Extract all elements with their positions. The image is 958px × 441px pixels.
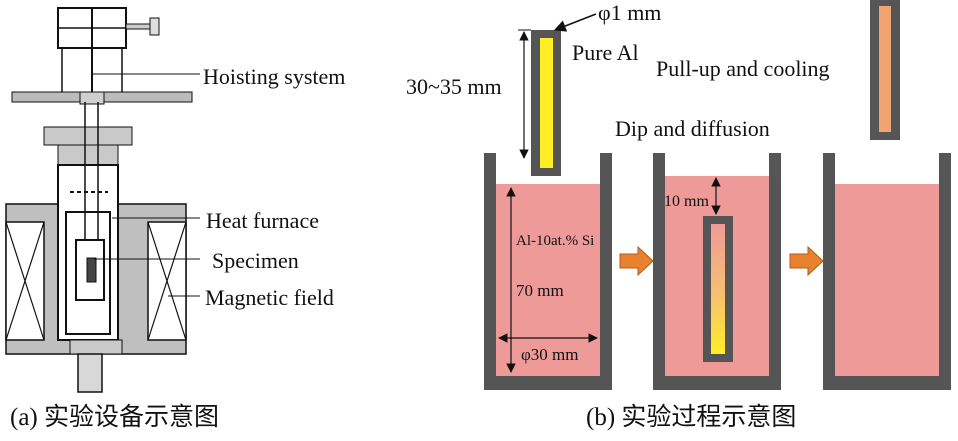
bottom-flange xyxy=(69,339,123,355)
stage2: Dip and diffusion 10 mm xyxy=(615,116,781,390)
hoist-crank-knob xyxy=(149,17,160,36)
guide-funnel xyxy=(79,91,105,105)
label-alloy: Al-10at.% Si xyxy=(516,233,594,249)
label-length: 30~35 mm xyxy=(406,74,502,99)
label-diameter: φ30 mm xyxy=(521,345,579,364)
stage1: φ1 mm Pure Al 30~35 mm Al-10at.% Si 70 m… xyxy=(406,0,661,390)
rod-3-core xyxy=(879,6,891,132)
magnetic-coil-right xyxy=(147,221,187,341)
hoist-crank xyxy=(125,23,151,30)
label-furnace: Heat furnace xyxy=(206,208,319,233)
label-pure-al: Pure Al xyxy=(572,40,639,65)
rod-2-core xyxy=(711,224,725,354)
caption-b: (b) 实验过程示意图 xyxy=(586,403,796,431)
specimen-rod xyxy=(86,257,97,283)
label-depth: 70 mm xyxy=(516,281,564,300)
magnetic-coil-left xyxy=(5,221,45,341)
process-arrow-1 xyxy=(619,245,654,277)
label-specimen: Specimen xyxy=(212,248,299,273)
apparatus-diagram: Hoisting system Heat furnace Specimen Ma… xyxy=(5,7,345,431)
label-step2: Dip and diffusion xyxy=(615,116,770,141)
caption-a: (a) 实验设备示意图 xyxy=(10,403,219,431)
label-hoisting: Hoisting system xyxy=(203,64,345,89)
melt-3 xyxy=(835,184,939,376)
upper-neck xyxy=(57,144,119,166)
bottom-stem xyxy=(77,353,103,393)
process-arrow-2 xyxy=(789,245,824,277)
rod-1-core xyxy=(540,38,553,168)
label-phi1: φ1 mm xyxy=(598,0,661,25)
label-step3: Pull-up and cooling xyxy=(656,56,830,81)
label-dip: 10 mm xyxy=(664,193,709,210)
leader-phi1 xyxy=(553,13,597,32)
label-magnetic: Magnetic field xyxy=(205,285,334,310)
stage3: Pull-up and cooling xyxy=(656,0,951,390)
upper-flange xyxy=(43,126,133,146)
process-diagram: φ1 mm Pure Al 30~35 mm Al-10at.% Si 70 m… xyxy=(406,0,951,431)
